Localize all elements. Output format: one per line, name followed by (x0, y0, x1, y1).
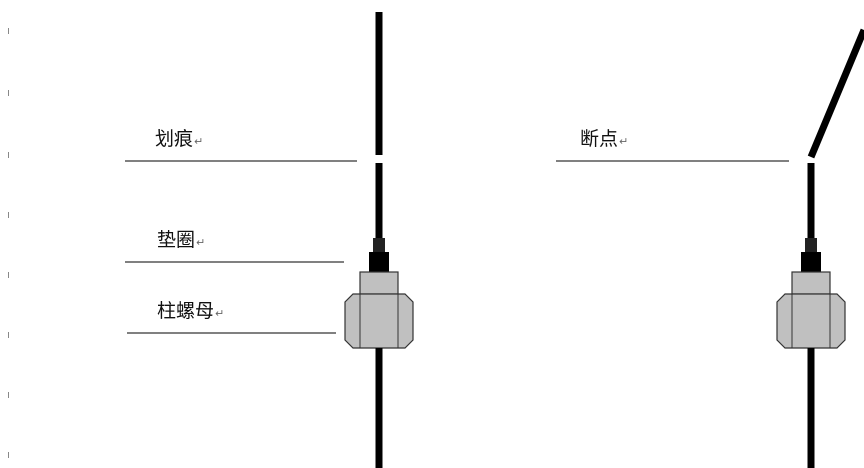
wire-broken-segment (807, 28, 864, 159)
nut-collar (791, 271, 831, 295)
washer-base (369, 252, 389, 272)
paragraph-mark: ↵ (619, 135, 629, 148)
washer-label: 垫圈↵ (157, 225, 205, 252)
nut-collar (359, 271, 399, 295)
break-point-label-text: 断点 (580, 128, 619, 150)
margin-tick (8, 90, 9, 96)
margin-tick (8, 452, 9, 458)
paragraph-mark: ↵ (194, 135, 204, 148)
margin-tick (8, 272, 9, 278)
paragraph-mark: ↵ (196, 236, 206, 249)
washer-base (801, 252, 821, 272)
post-nut (344, 293, 414, 349)
margin-tick (8, 152, 9, 158)
post-nut-label-text: 柱螺母 (157, 300, 215, 322)
margin-tick (8, 212, 9, 218)
margin-tick (8, 392, 9, 398)
margin-tick (8, 332, 9, 338)
break-point-label: 断点↵ (580, 124, 628, 151)
margin-tick (8, 28, 9, 34)
paragraph-mark: ↵ (215, 307, 225, 320)
washer-label-text: 垫圈 (157, 229, 196, 251)
post-nut-label: 柱螺母↵ (157, 296, 224, 323)
washer (805, 238, 817, 252)
scratch-label: 划痕↵ (155, 124, 203, 151)
scratch-label-text: 划痕 (155, 128, 194, 150)
left-figure (125, 12, 414, 468)
right-figure (556, 28, 864, 468)
washer (373, 238, 385, 252)
post-nut (776, 293, 846, 349)
